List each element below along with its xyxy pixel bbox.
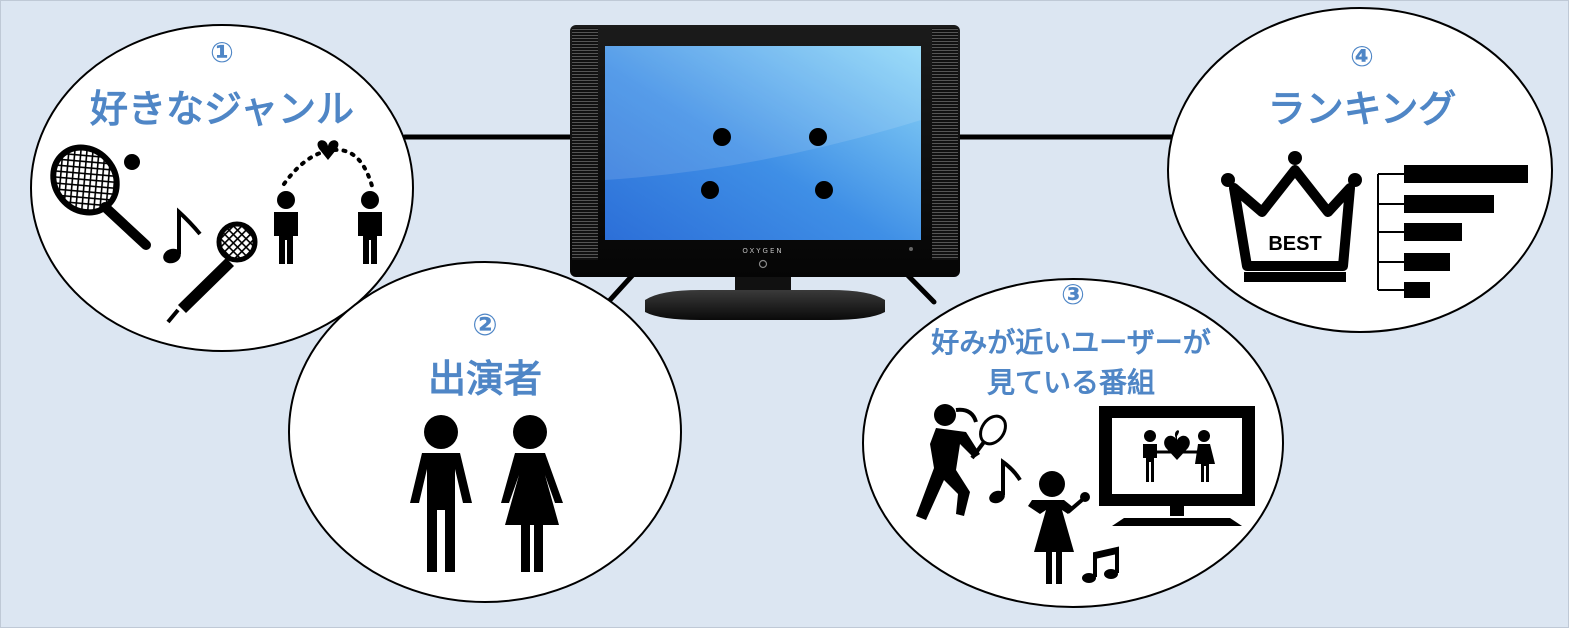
tv-indicator [909,247,913,251]
tv-stand [645,290,885,320]
microphone-icon [166,221,258,324]
tennis-ball-icon [124,154,140,170]
dot-ranking [809,128,827,146]
bubble-genre-title: 好きなジャンル [89,87,354,131]
tv-with-couple-icon [1099,406,1255,526]
bubble-cast: ② 出演者 [288,261,682,603]
couple-heart-icon [274,140,382,264]
double-note-icon [1082,546,1119,583]
tv-power-button [758,259,768,269]
bubble-ranking-number: ④ [1350,40,1374,73]
woman-icon [501,415,563,572]
bubble-cast-number: ② [472,308,497,343]
music-note-icon-2 [989,458,1022,504]
crown-badge: BEST [1268,233,1321,255]
man-icon [410,415,472,572]
bubble-genre-circle [30,24,414,352]
bubble-cast-title: 出演者 [428,357,542,401]
tv-speaker-right [932,28,958,260]
singer-icon [1028,471,1090,584]
tennis-racket-icon [50,144,151,250]
bubble-similar-title-line1: 好みが近いユーザーが [930,326,1210,359]
bubble-genre-number: ① [210,36,234,69]
dot-similar [815,181,833,199]
tennis-player-icon [916,404,1007,520]
ranking-bars-icon [1377,165,1528,298]
bubble-similar-title-line2: 見ている番組 [987,366,1155,399]
dot-cast [701,181,719,199]
tv-brand: OXYGEN [742,247,783,255]
bubble-genre: ① 好きなジャンル [30,24,414,352]
crown-icon: BEST [1221,151,1362,282]
bubble-similar: ③ 好みが近いユーザーが 見ている番組 [862,278,1284,608]
bubble-ranking: ④ ランキング BEST [1167,7,1553,333]
bubble-ranking-circle [1167,7,1553,333]
tv-speaker-left [572,28,598,260]
bubble-similar-number: ③ [1061,278,1085,311]
tv-screen-glare [605,46,921,180]
tv-monitor: OXYGEN [570,25,960,320]
dot-genre [713,128,731,146]
music-note-icon [163,207,202,264]
bubble-cast-circle [288,261,682,603]
bubble-ranking-title: ランキング [1268,87,1457,131]
tv-screen [605,46,921,240]
